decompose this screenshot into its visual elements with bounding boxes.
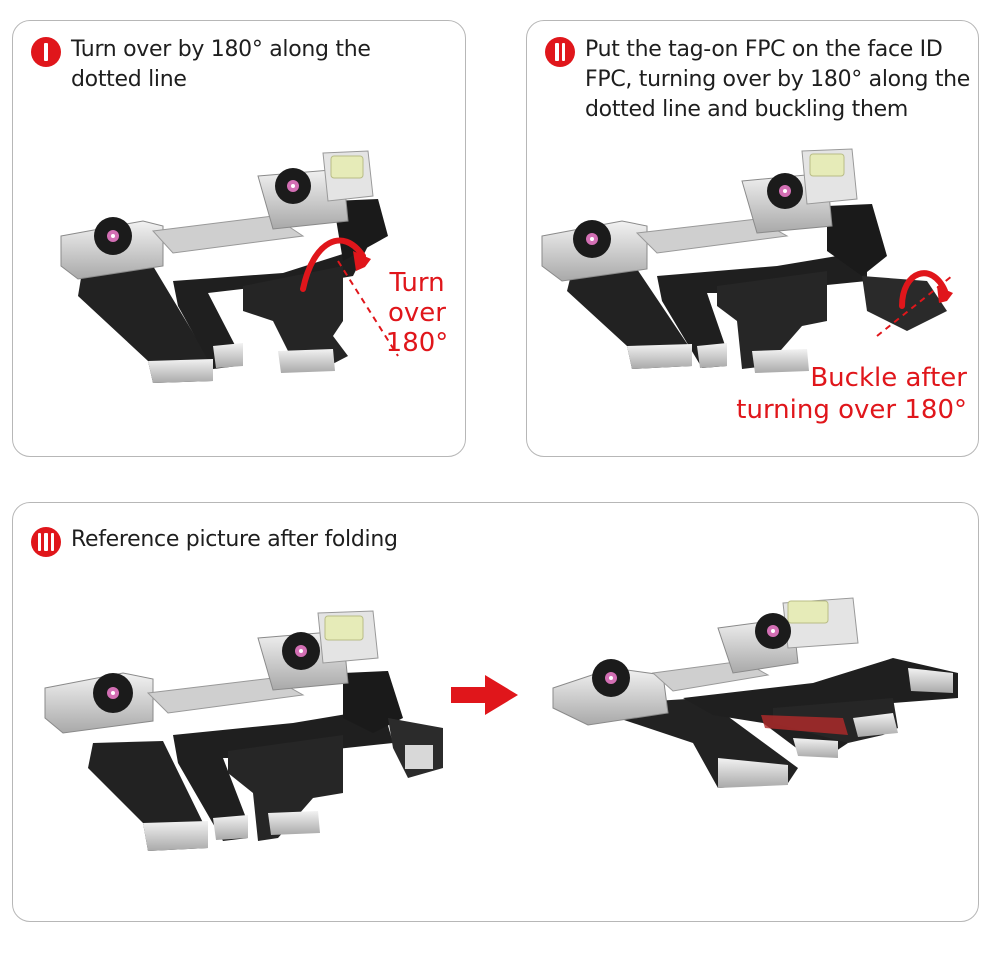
buckle-line-1: Buckle after <box>810 363 967 393</box>
buckle-annotation: Buckle after turning over 180° <box>697 362 967 426</box>
step-2-panel: Put the tag-on FPC on the face ID FPC, t… <box>526 20 979 457</box>
turn-line-2: over <box>388 298 446 328</box>
step-3-illustration <box>44 597 958 851</box>
fold-arrow-icon <box>300 237 366 292</box>
step-2-header: Put the tag-on FPC on the face ID FPC, t… <box>545 35 983 125</box>
step-1-header: Turn over by 180° along the dotted line <box>31 35 431 95</box>
step-2-title: Put the tag-on FPC on the face ID FPC, t… <box>585 37 971 122</box>
fold-dotted-line <box>337 260 399 357</box>
fold-arrow-icon <box>899 270 948 309</box>
turn-line-3: 180° <box>385 328 449 358</box>
turn-over-annotation: Turn over 180° <box>367 268 467 358</box>
step-1-badge-icon <box>31 37 61 67</box>
step-3-header: Reference picture after folding <box>31 525 398 557</box>
red-right-arrow-icon <box>451 675 518 715</box>
step-1-panel: Turn over by 180° along the dotted line <box>12 20 466 457</box>
step-1-title: Turn over by 180° along the dotted line <box>71 37 371 92</box>
fold-dotted-line <box>876 275 953 337</box>
step-3-badge-icon <box>31 527 61 557</box>
step-3-title: Reference picture after folding <box>71 527 398 552</box>
turn-line-1: Turn <box>389 268 445 298</box>
step-1-illustration <box>60 150 399 383</box>
step-2-badge-icon <box>545 37 575 67</box>
before-folding-assembly <box>44 610 443 851</box>
step-2-illustration <box>541 148 953 373</box>
after-folding-assembly <box>552 597 958 788</box>
step-3-panel: Reference picture after folding <box>12 502 979 922</box>
buckle-line-2: turning over 180° <box>736 395 967 425</box>
